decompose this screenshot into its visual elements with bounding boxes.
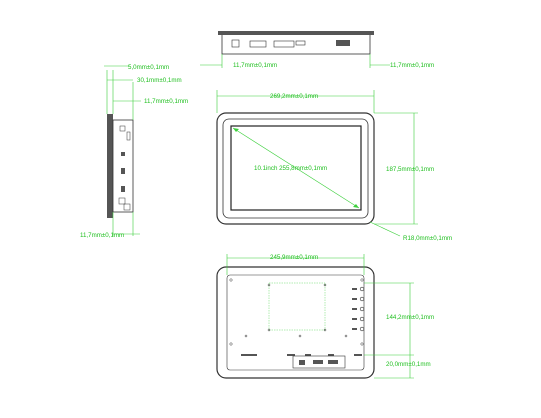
front-diagonal-label: 10.1inch 255,8mm±0,1mm [254,165,327,172]
side-5mm-label: 5,0mm±0,1mm [128,64,169,71]
back-view [216,254,414,379]
back-inner-frame [226,274,365,371]
display-area [230,125,362,211]
back-outer-frame [216,266,375,379]
side-11-7-top-label: 11,7mm±0,1mm [144,98,188,105]
top-right-depth-label: 11,7mm±0,1mm [390,62,434,69]
front-radius-label: R18,0mm±0,1mm [403,235,452,242]
back-bottom-label: 20,0mm±0,1mm [386,361,431,368]
front-inner-frame [222,118,369,219]
front-view [216,90,418,237]
dvi-port [273,40,295,48]
button-column [352,286,365,332]
back-width-label: 245,9mm±0,1mm [270,254,318,261]
side-view [104,65,141,236]
back-height-label: 144,2mm±0,1mm [386,314,434,321]
terminal-block [336,40,350,46]
top-view [200,31,390,68]
top-view-bevel [218,31,374,35]
hdmi-port [295,40,306,46]
rear-connector-block [292,355,346,369]
front-width-label: 269,2mm±0,1mm [270,93,318,100]
front-height-label: 187,5mm±0,1mm [386,166,434,173]
side-view-bezel [107,114,113,218]
power-port [231,39,240,48]
front-outer-frame [216,112,375,225]
side-30mm-label: 30,1mm±0,1mm [137,77,182,84]
side-view-body [112,119,134,213]
vga-port [249,40,267,48]
top-left-depth-label: 11,7mm±0,1mm [233,62,277,69]
side-11-7-bottom-label: 11,7mm±0,1mm [80,232,124,239]
rear-label-strip [241,354,257,356]
